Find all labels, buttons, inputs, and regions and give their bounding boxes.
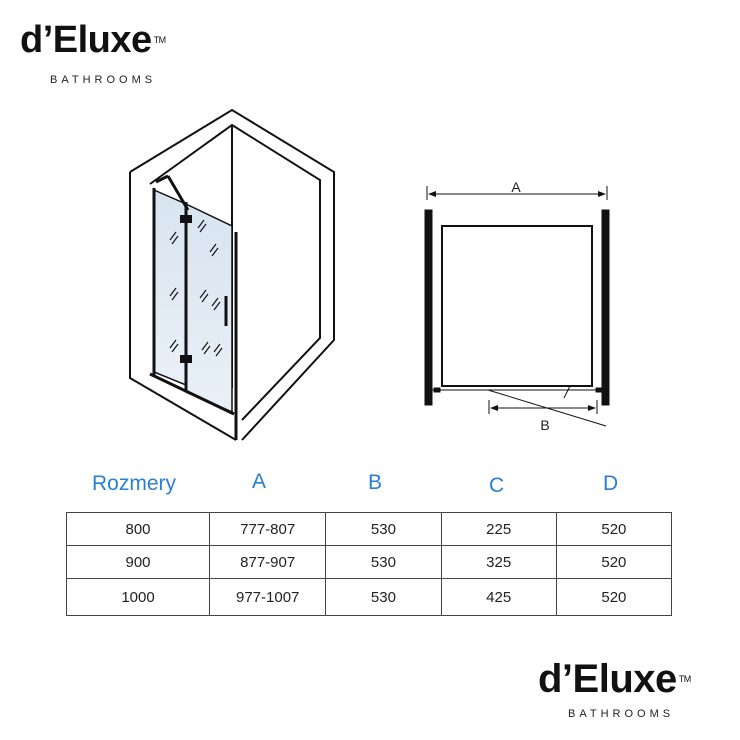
table-cell: 530: [325, 512, 442, 546]
table-cell: 1000: [65, 578, 211, 616]
dimension-label-a: A: [511, 179, 521, 195]
table-cell: 877-907: [209, 545, 327, 579]
header-d: D: [603, 472, 619, 495]
logo-subtitle: BATHROOMS: [50, 74, 157, 86]
table-cell: 900: [65, 545, 211, 579]
table-cell: 225: [440, 512, 557, 546]
header-c: C: [489, 474, 505, 497]
logo-subtitle: BATHROOMS: [568, 708, 675, 720]
header-rozmery: Rozmery: [92, 472, 177, 495]
shower-door-diagrams: A B: [129, 108, 610, 441]
table-row: 1000 977-1007 530 425 520: [65, 578, 673, 616]
table-cell: 977-1007: [209, 578, 327, 616]
table-row: 900 877-907 530 325 520: [65, 545, 673, 579]
table-cell: 425: [440, 578, 557, 616]
table-cell: 530: [325, 578, 442, 616]
dimension-label-b: B: [540, 417, 549, 433]
table-cell: 777-807: [209, 512, 327, 546]
table-cell: 520: [555, 512, 673, 546]
enclosure-3d-view: [129, 108, 335, 441]
table-cell: 520: [555, 578, 673, 616]
front-elevation-view: [424, 186, 610, 427]
table-cell: 520: [555, 545, 673, 579]
table-cell: 530: [325, 545, 442, 579]
table-cell: 325: [440, 545, 557, 579]
table-cell: 800: [65, 512, 211, 546]
dimensions-table: 800 777-807 530 225 520 900 877-907 530 …: [65, 512, 673, 616]
table-row: 800 777-807 530 225 520: [65, 512, 673, 546]
header-a: A: [252, 470, 267, 493]
header-b: B: [368, 471, 383, 494]
